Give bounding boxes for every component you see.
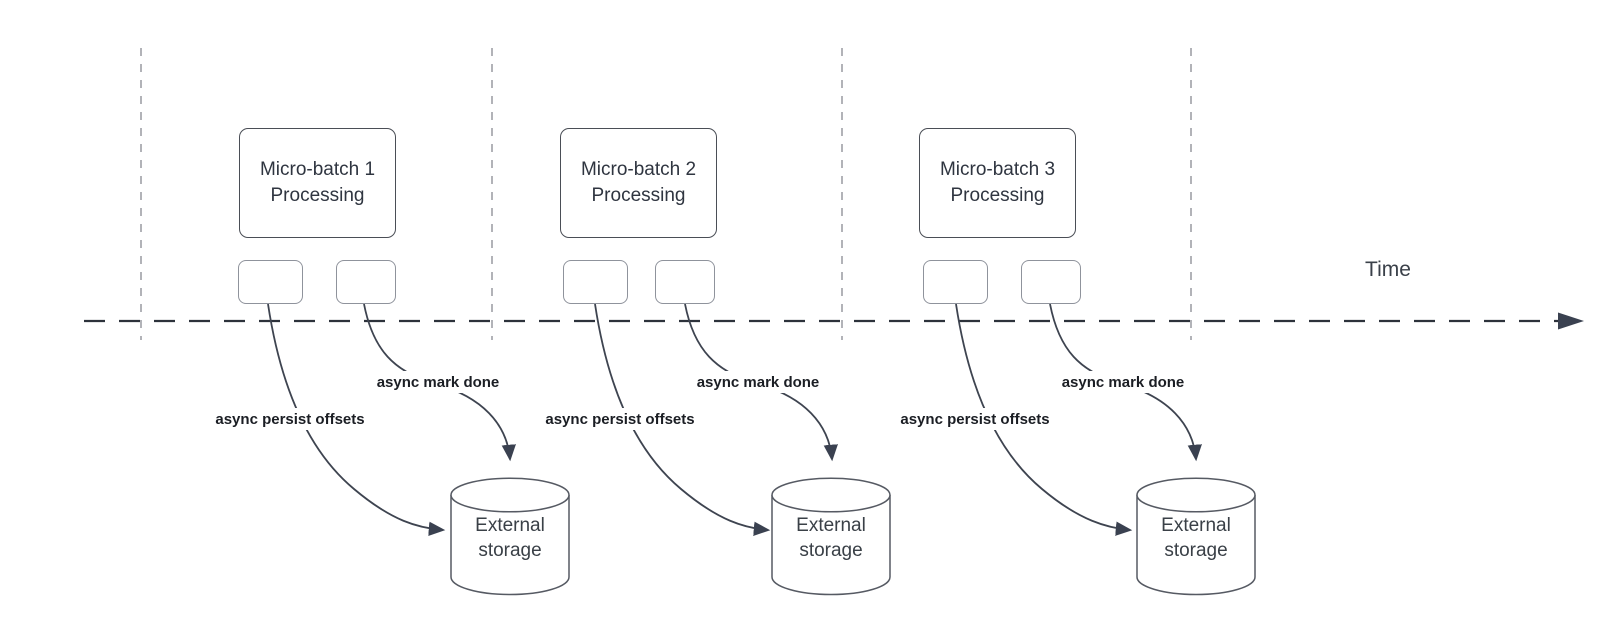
micro-batch-box-1-subtitle: Processing	[270, 185, 365, 206]
done-chip-1	[336, 260, 396, 304]
cylinder-shape	[1136, 477, 1256, 596]
interval-guide-lines	[140, 48, 1192, 340]
offset-chip-2	[563, 260, 628, 304]
persist-offsets-arrow-2	[594, 303, 771, 536]
cylinder-shape	[771, 477, 891, 596]
persist-offsets-label-3: async persist offsets	[885, 408, 1065, 430]
persist-offsets-arrow-3	[955, 303, 1133, 536]
external-storage-cylinder-1: External storage	[450, 477, 570, 596]
storage-label-1: External storage	[475, 515, 545, 561]
done-chip-3	[1021, 260, 1081, 304]
micro-batch-box-1-title: Micro-batch 1	[259, 159, 376, 180]
micro-batch-box-3-subtitle: Processing	[950, 185, 1045, 206]
persist-offsets-arrow-1	[267, 303, 446, 537]
mark-done-label-2: async mark done	[683, 371, 833, 393]
mark-done-label-1: async mark done	[363, 371, 513, 393]
storage-label-3: External storage	[1161, 515, 1231, 561]
micro-batch-box-3: Micro-batch 3 Processing	[919, 128, 1076, 238]
micro-batch-box-3-title: Micro-batch 3	[939, 159, 1056, 180]
micro-batch-box-2-subtitle: Processing	[591, 185, 686, 206]
persist-offsets-label-2: async persist offsets	[530, 408, 710, 430]
offset-chip-3	[923, 260, 988, 304]
storage-label-2: External storage	[796, 515, 866, 561]
micro-batch-box-1: Micro-batch 1 Processing	[239, 128, 396, 238]
persist-offsets-label-1: async persist offsets	[200, 408, 380, 430]
cylinder-shape	[450, 477, 570, 596]
external-storage-cylinder-3: External storage	[1136, 477, 1256, 596]
time-axis-label: Time	[1365, 258, 1411, 281]
timeline-arrowhead-icon	[1558, 312, 1584, 330]
micro-batch-box-2: Micro-batch 2 Processing	[560, 128, 717, 238]
done-chip-2	[655, 260, 715, 304]
micro-batch-box-2-title: Micro-batch 2	[580, 159, 697, 180]
mark-done-label-3: async mark done	[1048, 371, 1198, 393]
offset-chip-1	[238, 260, 303, 304]
external-storage-cylinder-2: External storage	[771, 477, 891, 596]
